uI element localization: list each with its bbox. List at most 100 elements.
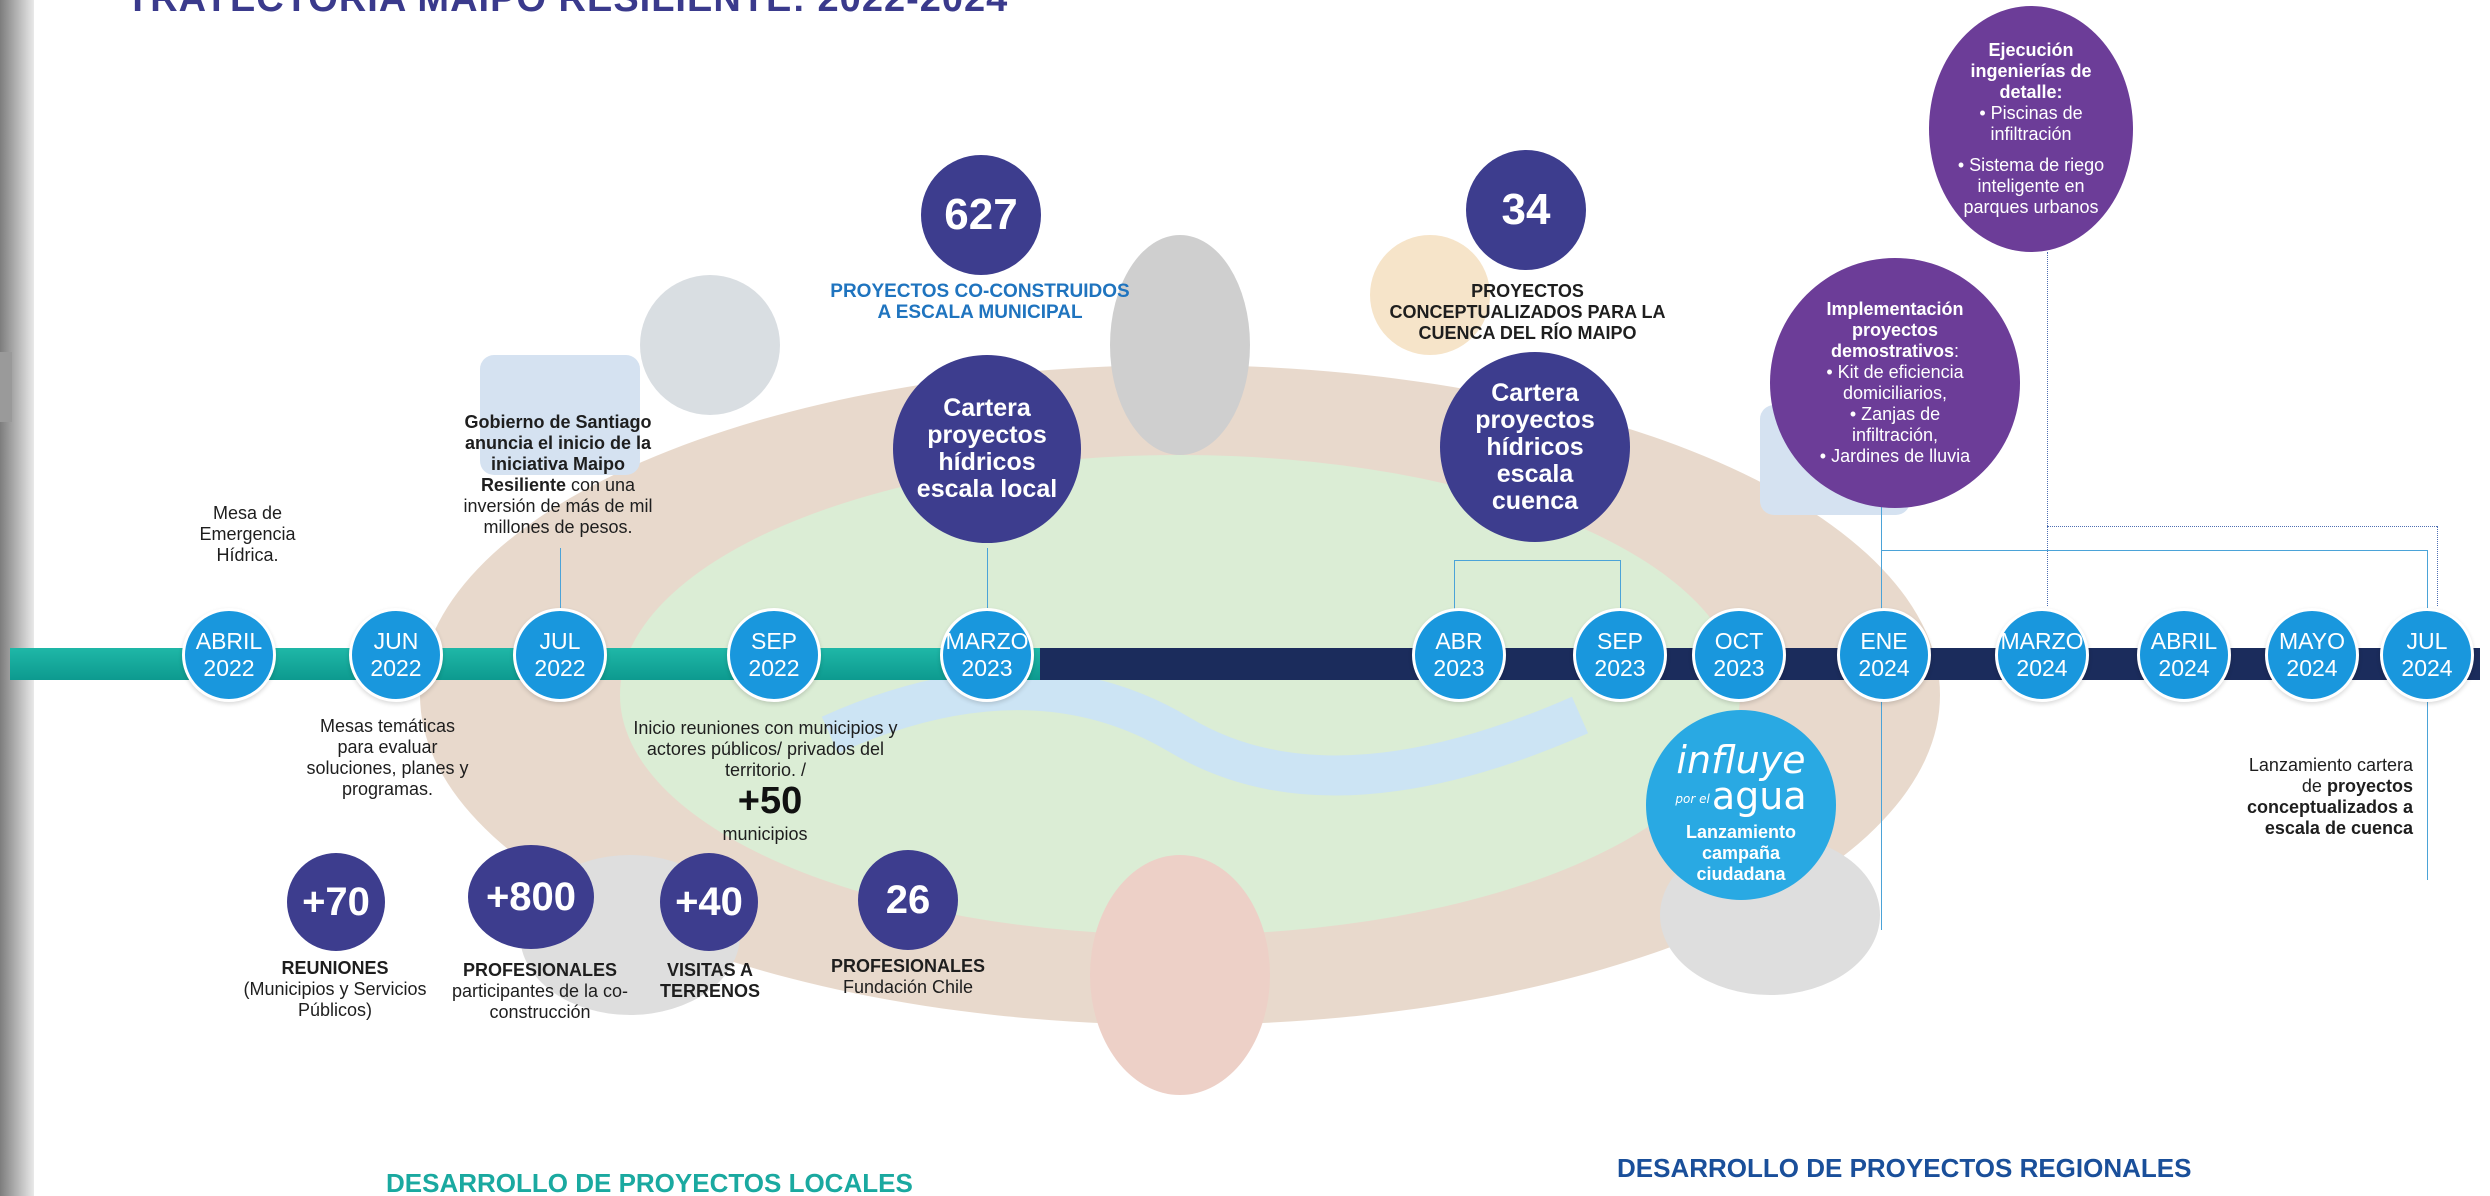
note-gobierno-rest: con una inversión de más de mil millones… — [463, 475, 653, 537]
caption-proyectos-cuenca: PROYECTOS CONCEPTUALIZADOS PARA LA CUENC… — [1389, 281, 1666, 343]
page-spine — [0, 0, 34, 1196]
connector-sep-2023 — [1620, 560, 1621, 612]
milestone-month: MARZO — [2000, 628, 2084, 654]
milestone-year: 2023 — [1713, 655, 1765, 681]
stat-34-circle: 34 — [1466, 150, 1586, 270]
milestone-month: JUL — [2406, 628, 2448, 654]
stat-26-sub: Fundación Chile — [842, 977, 974, 997]
milestone-year: 2023 — [1433, 655, 1485, 681]
stat-40-label: VISITAS A TERRENOS — [659, 960, 760, 1001]
influye-logo-small: por el — [1675, 791, 1710, 806]
ejecucion-title: Ejecución ingenierías de detalle: — [1970, 40, 2092, 102]
stat-800-value: +800 — [485, 874, 577, 919]
note-mesa-emergencia: Mesa de Emergencia Hídrica. — [199, 503, 296, 565]
stat-800-sub: participantes de la co-construcción — [451, 981, 629, 1022]
implementacion-item: • Jardines de lluvia — [1819, 446, 1971, 466]
milestone-year: 2024 — [2158, 655, 2210, 681]
influye-campaign-circle: influye por elagua Lanzamiento campaña c… — [1646, 710, 1836, 900]
milestone-month: SEP — [750, 628, 798, 654]
milestone-year: 2022 — [748, 655, 800, 681]
implementacion-heading: Implementación proyectos demostrativos: — [1805, 299, 1985, 362]
stat-70-label: REUNIONES — [281, 958, 389, 978]
stat-40-value: +40 — [675, 879, 743, 924]
milestone-month: ENE — [1860, 628, 1908, 654]
milestone-year: 2022 — [203, 655, 255, 681]
cartera-local-label: Cartera proyectos hídricos escala local — [916, 394, 1058, 503]
milestone-month: MARZO — [945, 628, 1029, 654]
stat-50-value: +50 — [737, 780, 803, 822]
influye-logo-word: influye — [1676, 738, 1806, 782]
connector-jul-2024-dotted — [2437, 526, 2438, 606]
milestone-year: 2024 — [2016, 655, 2068, 681]
connector-ene-2024-up — [1881, 500, 1882, 610]
implementacion-circle: Implementación proyectos demostrativos: … — [1770, 258, 2020, 508]
implementacion-title: Implementación proyectos demostrativos — [1826, 299, 1964, 361]
stat-800-circle: +800 — [468, 845, 594, 949]
milestone-year: 2022 — [534, 655, 586, 681]
connector-ene-2024-down — [1881, 700, 1882, 930]
implementacion-item: • Zanjas de infiltración, — [1849, 404, 1941, 445]
connector-marzo-2024 — [2047, 252, 2048, 606]
note-lanzamiento-bold: proyectos conceptualizados a escala de c… — [2246, 776, 2413, 838]
connector-abr-2023 — [1454, 560, 1455, 612]
stat-40-caption: VISITAS A TERRENOS — [640, 960, 780, 1002]
ejecucion-item: • Piscinas de infiltración — [1979, 103, 2083, 144]
stat-50-label: municipios — [722, 824, 808, 844]
stat-34-value: 34 — [1501, 185, 1551, 234]
cartera-cuenca-label: Cartera proyectos hídricos escala cuenca — [1475, 378, 1595, 515]
connector-marzo-2023 — [987, 548, 988, 610]
influye-caption: Lanzamiento campaña ciudadana — [1686, 822, 1797, 884]
page-spine-tab — [0, 352, 12, 422]
cartera-cuenca-circle: Cartera proyectos hídricos escala cuenca — [1440, 352, 1630, 542]
stat-70-circle: +70 — [287, 853, 385, 951]
connector-jul-2024-up — [2427, 550, 2428, 610]
stat-26-circle: 26 — [858, 850, 958, 950]
cartera-local-circle: Cartera proyectos hídricos escala local — [893, 355, 1081, 543]
ejecucion-circle: Ejecución ingenierías de detalle: • Pisc… — [1929, 6, 2133, 252]
stat-627-circle: 627 — [921, 155, 1041, 275]
stat-800-label: PROFESIONALES — [462, 960, 618, 980]
note-lanzamiento-cartera: Lanzamiento cartera de proyectos concept… — [2230, 755, 2413, 839]
milestone-year: 2024 — [1858, 655, 1910, 681]
ejecucion-item: • Sistema de riego inteligente en parque… — [1957, 155, 2105, 217]
milestone-month: ABR — [1435, 628, 1483, 654]
note-gobierno-bold: Gobierno de Santiago anuncia el inicio d… — [464, 412, 652, 495]
milestone-year: 2024 — [2401, 655, 2453, 681]
milestone-year: 2023 — [961, 655, 1013, 681]
stat-70-caption: REUNIONES(Municipios y Servicios Público… — [240, 958, 430, 1021]
milestone-month: ABRIL — [195, 628, 263, 654]
connector-marzo-jul-2024 — [2047, 526, 2437, 527]
section-local-title: DESARROLLO DE PROYECTOS LOCALES — [386, 1168, 913, 1196]
milestone-year: 2023 — [1594, 655, 1646, 681]
milestone-month: OCT — [1714, 628, 1764, 654]
stat-40-circle: +40 — [660, 853, 758, 951]
implementacion-colon: : — [1954, 341, 1960, 361]
note-mesas-tematicas: Mesas temáticas para evaluar soluciones,… — [306, 716, 469, 799]
note-gobierno: Gobierno de Santiago anuncia el inicio d… — [448, 412, 668, 538]
milestone-month: JUL — [539, 628, 581, 654]
stat-70-value: +70 — [302, 879, 370, 924]
connector-jul-2024-down — [2427, 700, 2428, 880]
milestone-month: ABRIL — [2150, 628, 2218, 654]
page-title: TRAYECTORIA MAIPO RESILIENTE: 2022-2024 — [126, 0, 1008, 21]
stat-26-value: 26 — [885, 877, 931, 922]
connector-abr-sep-2023 — [1454, 560, 1620, 561]
note-lanzamiento-pre: Lanzamiento cartera de — [2248, 755, 2413, 796]
stat-70-sub: (Municipios y Servicios Públicos) — [243, 979, 427, 1020]
milestone-month: MAYO — [2278, 628, 2346, 654]
